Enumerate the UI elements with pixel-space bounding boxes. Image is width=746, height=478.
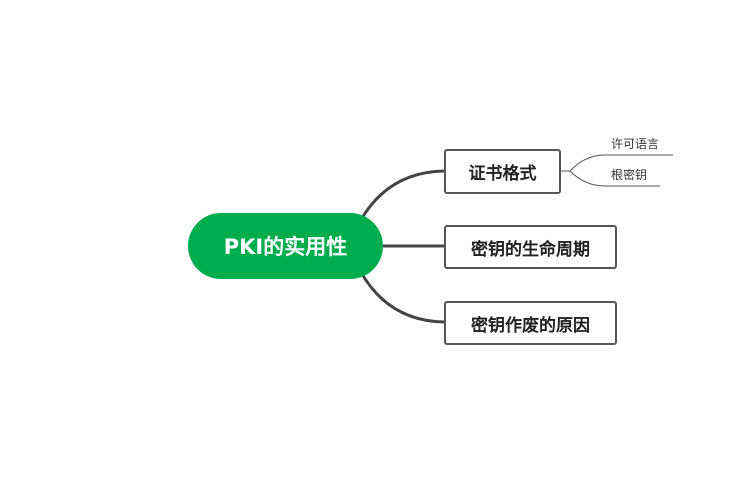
connector-topic-3 <box>360 273 445 324</box>
root-topic[interactable]: PKI的实用性 <box>188 213 383 279</box>
subtopic-root-key[interactable]: 根密钥 <box>611 168 648 182</box>
connector-topic-1 <box>360 169 445 219</box>
connector-sub-2 <box>569 170 660 187</box>
topic-certificate-format[interactable]: 证书格式 <box>444 149 561 194</box>
topic-key-lifecycle[interactable]: 密钥的生命周期 <box>444 225 617 269</box>
connector-sub-1 <box>560 154 673 172</box>
topic-key-revocation-reasons[interactable]: 密钥作废的原因 <box>444 301 617 345</box>
subtopic-license-language[interactable]: 许可语言 <box>611 137 660 151</box>
